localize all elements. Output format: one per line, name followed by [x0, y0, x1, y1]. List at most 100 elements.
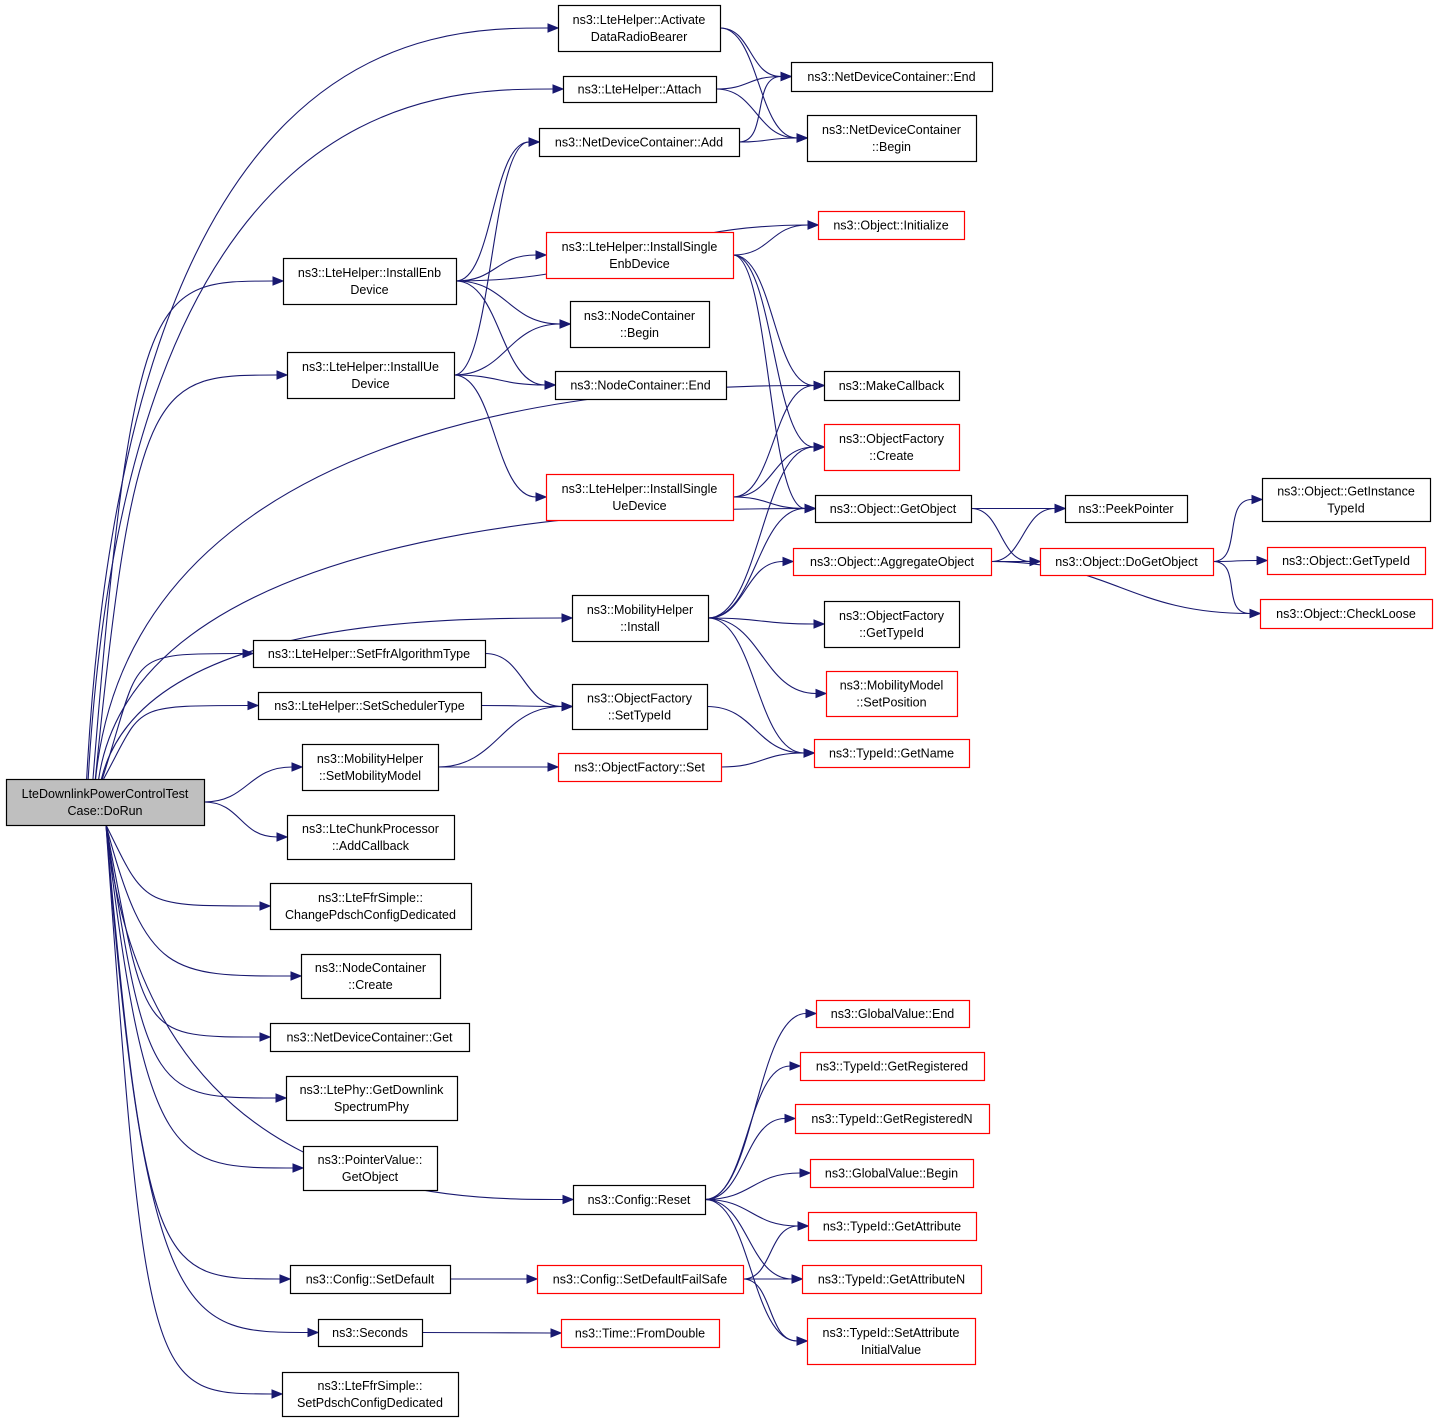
edge-do-getobject-to-check-loose	[1212, 560, 1262, 619]
arrow-head	[259, 901, 272, 911]
node-label: ::Install	[620, 620, 660, 634]
node-obj-init[interactable]: ns3::Object::Initialize	[817, 210, 966, 241]
node-check-loose[interactable]: ns3::Object::CheckLoose	[1259, 598, 1434, 630]
node-box	[1261, 477, 1432, 523]
node-obj-getobject[interactable]: ns3::Object::GetObject	[814, 494, 973, 524]
node-ndc-end[interactable]: ns3::NetDeviceContainer::End	[790, 61, 994, 93]
node-label: ns3::PointerValue::	[318, 1153, 423, 1167]
node-seconds[interactable]: ns3::Seconds	[317, 1318, 424, 1348]
node-label: Case::DoRun	[67, 804, 142, 818]
node-label: ::GetTypeId	[859, 626, 924, 640]
node-config-setdefaultfs[interactable]: ns3::Config::SetDefaultFailSafe	[536, 1264, 745, 1295]
node-of-create[interactable]: ns3::ObjectFactory::Create	[823, 423, 961, 472]
edge-root-to-ffr-setpdsch	[105, 824, 284, 1399]
node-box	[801, 1264, 983, 1295]
node-box	[269, 1022, 471, 1053]
arrow-head	[799, 1168, 812, 1178]
node-label: ::Create	[869, 449, 914, 463]
node-label: ns3::NodeContainer::End	[570, 379, 710, 393]
node-config-reset[interactable]: ns3::Config::Reset	[572, 1184, 707, 1216]
node-label: ns3::LteChunkProcessor	[302, 822, 439, 836]
node-attach[interactable]: ns3::LteHelper::Attach	[562, 75, 718, 104]
arrow-head	[552, 84, 565, 94]
node-label: ::Begin	[620, 326, 659, 340]
node-label: ns3::LteFfrSimple::	[318, 891, 423, 905]
node-mh-setmobility[interactable]: ns3::MobilityHelper::SetMobilityModel	[301, 743, 440, 792]
node-ndc-begin[interactable]: ns3::NetDeviceContainer::Begin	[806, 114, 978, 163]
arrow-head	[803, 748, 816, 758]
node-ndc-get[interactable]: ns3::NetDeviceContainer::Get	[269, 1022, 471, 1053]
edge-root-to-ffr-change	[105, 824, 272, 911]
node-do-getobject[interactable]: ns3::Object::DoGetObject	[1039, 547, 1215, 577]
node-box	[823, 600, 961, 649]
node-box	[790, 61, 994, 93]
node-label: ns3::GlobalValue::End	[831, 1007, 955, 1021]
node-set-scheduler[interactable]: ns3::LteHelper::SetSchedulerType	[257, 691, 483, 721]
node-of-set[interactable]: ns3::ObjectFactory::Set	[557, 752, 723, 783]
node-nc-end[interactable]: ns3::NodeContainer::End	[554, 370, 728, 401]
arrow-head	[279, 1274, 292, 1284]
node-label: ns3::Config::SetDefault	[306, 1273, 435, 1287]
node-config-setdefault[interactable]: ns3::Config::SetDefault	[289, 1264, 452, 1295]
arrow-head	[797, 1221, 810, 1231]
arrow-head	[535, 250, 548, 260]
arrow-head	[813, 442, 826, 452]
node-box	[825, 670, 959, 718]
edge-root-to-mh-setmobility	[203, 762, 304, 803]
edge-seconds-to-time-fromdouble	[421, 1328, 563, 1338]
node-pv-getobject[interactable]: ns3::PointerValue::GetObject	[302, 1145, 439, 1192]
node-box	[257, 691, 483, 721]
node-mm-setposition[interactable]: ns3::MobilityModel::SetPosition	[825, 670, 959, 718]
node-ndc-add[interactable]: ns3::NetDeviceContainer::Add	[538, 127, 741, 158]
node-tid-getattributen[interactable]: ns3::TypeId::GetAttributeN	[801, 1264, 983, 1295]
node-of-gettypeid[interactable]: ns3::ObjectFactory::GetTypeId	[823, 600, 961, 649]
node-time-fromdouble[interactable]: ns3::Time::FromDouble	[560, 1318, 721, 1349]
node-box	[281, 1371, 460, 1418]
arrow-head	[1054, 503, 1067, 514]
node-ffr-setpdsch[interactable]: ns3::LteFfrSimple::SetPdschConfigDedicat…	[281, 1371, 460, 1418]
node-box	[557, 4, 722, 53]
node-label: ns3::Config::SetDefaultFailSafe	[553, 1273, 727, 1287]
arrow-head	[782, 556, 795, 567]
node-tid-getregisteredn[interactable]: ns3::TypeId::GetRegisteredN	[794, 1103, 991, 1135]
edge-root-to-set-scheduler	[103, 700, 260, 780]
node-nc-begin[interactable]: ns3::NodeContainer::Begin	[569, 300, 711, 349]
node-box	[554, 370, 728, 401]
node-peek-pointer[interactable]: ns3::PeekPointer	[1064, 494, 1189, 524]
node-label: ns3::LteHelper::SetSchedulerType	[274, 699, 464, 713]
node-box	[807, 1211, 978, 1242]
node-set-ffr[interactable]: ns3::LteHelper::SetFfrAlgorithmType	[252, 639, 487, 669]
node-label: DataRadioBearer	[591, 30, 688, 44]
node-tid-getattribute[interactable]: ns3::TypeId::GetAttribute	[807, 1211, 978, 1242]
node-nc-create[interactable]: ns3::NodeContainer::Create	[300, 953, 442, 1000]
node-label: ns3::MobilityHelper	[587, 603, 693, 617]
edge-install-single-enb-to-make-callback	[732, 254, 826, 391]
node-mh-install[interactable]: ns3::MobilityHelper::Install	[571, 594, 710, 643]
node-tid-getregistered[interactable]: ns3::TypeId::GetRegistered	[799, 1051, 986, 1082]
node-of-settypeid[interactable]: ns3::ObjectFactory::SetTypeId	[571, 683, 709, 731]
node-label: ns3::LtePhy::GetDownlink	[300, 1083, 445, 1097]
node-chunk-addcb[interactable]: ns3::LteChunkProcessor::AddCallback	[286, 814, 456, 861]
node-box	[799, 1051, 986, 1082]
node-ffr-change[interactable]: ns3::LteFfrSimple::ChangePdschConfigDedi…	[269, 882, 473, 931]
node-gv-begin[interactable]: ns3::GlobalValue::Begin	[809, 1158, 975, 1189]
node-make-callback[interactable]: ns3::MakeCallback	[823, 370, 961, 402]
arrow-head	[290, 971, 303, 981]
node-label: ns3::LteHelper::Activate	[573, 13, 706, 27]
node-aggregate[interactable]: ns3::Object::AggregateObject	[792, 547, 993, 577]
node-obj-gettypeid[interactable]: ns3::Object::GetTypeId	[1266, 546, 1427, 576]
edge-root-to-attach	[87, 84, 565, 780]
node-label: ns3::LteHelper::InstallSingle	[562, 482, 718, 496]
node-typeid-getname[interactable]: ns3::TypeId::GetName	[813, 738, 971, 769]
node-box	[792, 547, 993, 577]
node-gv-end[interactable]: ns3::GlobalValue::End	[815, 999, 971, 1029]
